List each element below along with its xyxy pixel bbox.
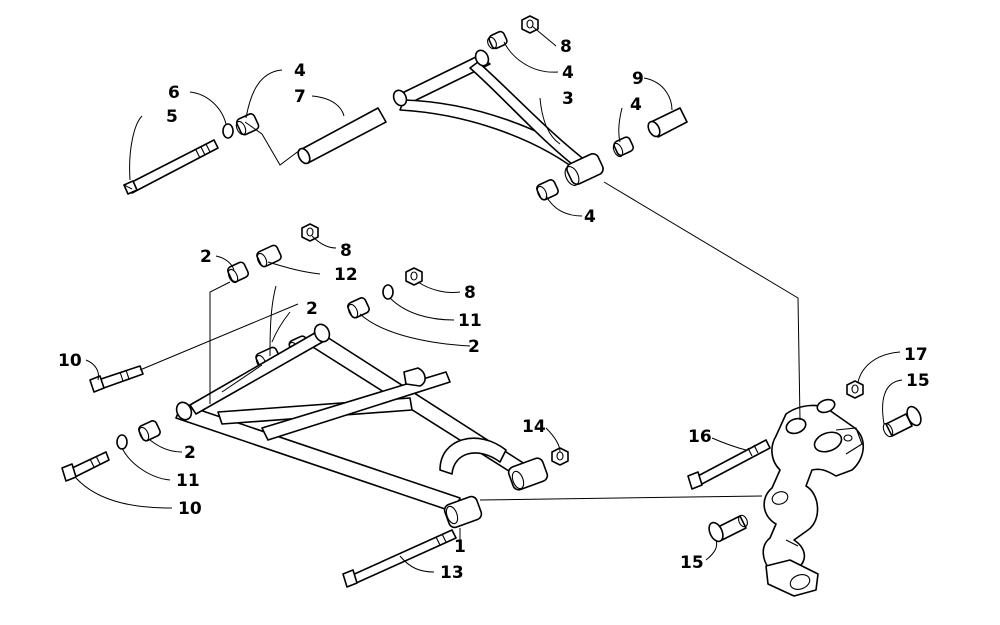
lower-washer-front (116, 434, 128, 450)
callout-6: 6 (168, 83, 180, 103)
steering-knuckle (762, 398, 865, 597)
lower-bushing-rear-b (346, 297, 370, 319)
callout-16: 16 (688, 427, 712, 447)
callout-11-right: 11 (458, 311, 482, 331)
upper-bushing-right (612, 136, 635, 158)
upper-bushing-top (487, 30, 508, 50)
callout-14: 14 (522, 417, 546, 437)
upper-a-arm (392, 49, 604, 186)
callout-15-upper: 15 (906, 371, 930, 391)
upper-pivot-bolt (123, 139, 219, 195)
callout-4-left: 4 (294, 61, 306, 81)
callout-4-right: 4 (630, 95, 642, 115)
lower-spacer-rear (256, 244, 282, 268)
callout-17: 17 (904, 345, 928, 365)
callout-11-lower: 11 (176, 471, 200, 491)
lower-washer-rear (382, 284, 394, 300)
upper-a-arm-group (123, 15, 688, 201)
callout-13: 13 (440, 563, 464, 583)
callout-4-bottom: 4 (584, 207, 596, 227)
upper-bushing-bottom (535, 179, 559, 201)
lower-pivot-bolt-front (61, 451, 110, 482)
callout-2-lower-left: 2 (184, 443, 196, 463)
knuckle-sleeve-bolt-lower (708, 514, 748, 543)
callout-10-lower: 10 (178, 499, 202, 519)
knuckle-nut (846, 380, 864, 399)
callout-7: 7 (294, 87, 306, 107)
callout-2-right: 2 (468, 337, 480, 357)
lower-bushing-rear-a (226, 261, 250, 284)
lower-bushing-front (137, 420, 161, 442)
callout-8-right: 8 (464, 283, 476, 303)
lower-nut-rear (301, 223, 319, 242)
lower-nut-right (405, 267, 423, 286)
callout-4-top: 4 (562, 63, 574, 83)
callout-15-lower: 15 (680, 553, 704, 573)
callout-2-upper-left: 2 (200, 247, 212, 267)
lower-a-arm-group (61, 223, 569, 588)
callout-2-middle: 2 (306, 299, 318, 319)
leader-lines (75, 25, 903, 573)
callout-5: 5 (166, 107, 178, 127)
upper-outer-sleeve (647, 107, 688, 138)
callout-9: 9 (632, 69, 644, 89)
callout-12: 12 (334, 265, 358, 285)
upper-washer (222, 123, 234, 139)
knuckle-sleeve-bolt-upper (882, 405, 922, 438)
callout-10-upper: 10 (58, 351, 82, 371)
lower-long-bolt (342, 529, 457, 588)
callout-8-upper: 8 (560, 37, 572, 57)
callout-8-middle: 8 (340, 241, 352, 261)
upper-nut (521, 15, 539, 34)
lower-pivot-bolt-rear (89, 365, 144, 393)
callout-1: 1 (454, 537, 466, 557)
callouts: 1 2 2 2 2 3 4 4 4 4 5 6 7 8 8 8 9 10 10 … (58, 37, 930, 583)
upper-bushing-left (235, 113, 260, 136)
lower-a-arm (175, 323, 549, 529)
knuckle-bolt (687, 439, 771, 490)
upper-pivot-sleeve (297, 107, 387, 165)
lower-nut-front (551, 447, 569, 466)
callout-3: 3 (562, 89, 574, 109)
steering-knuckle-group (687, 380, 922, 597)
